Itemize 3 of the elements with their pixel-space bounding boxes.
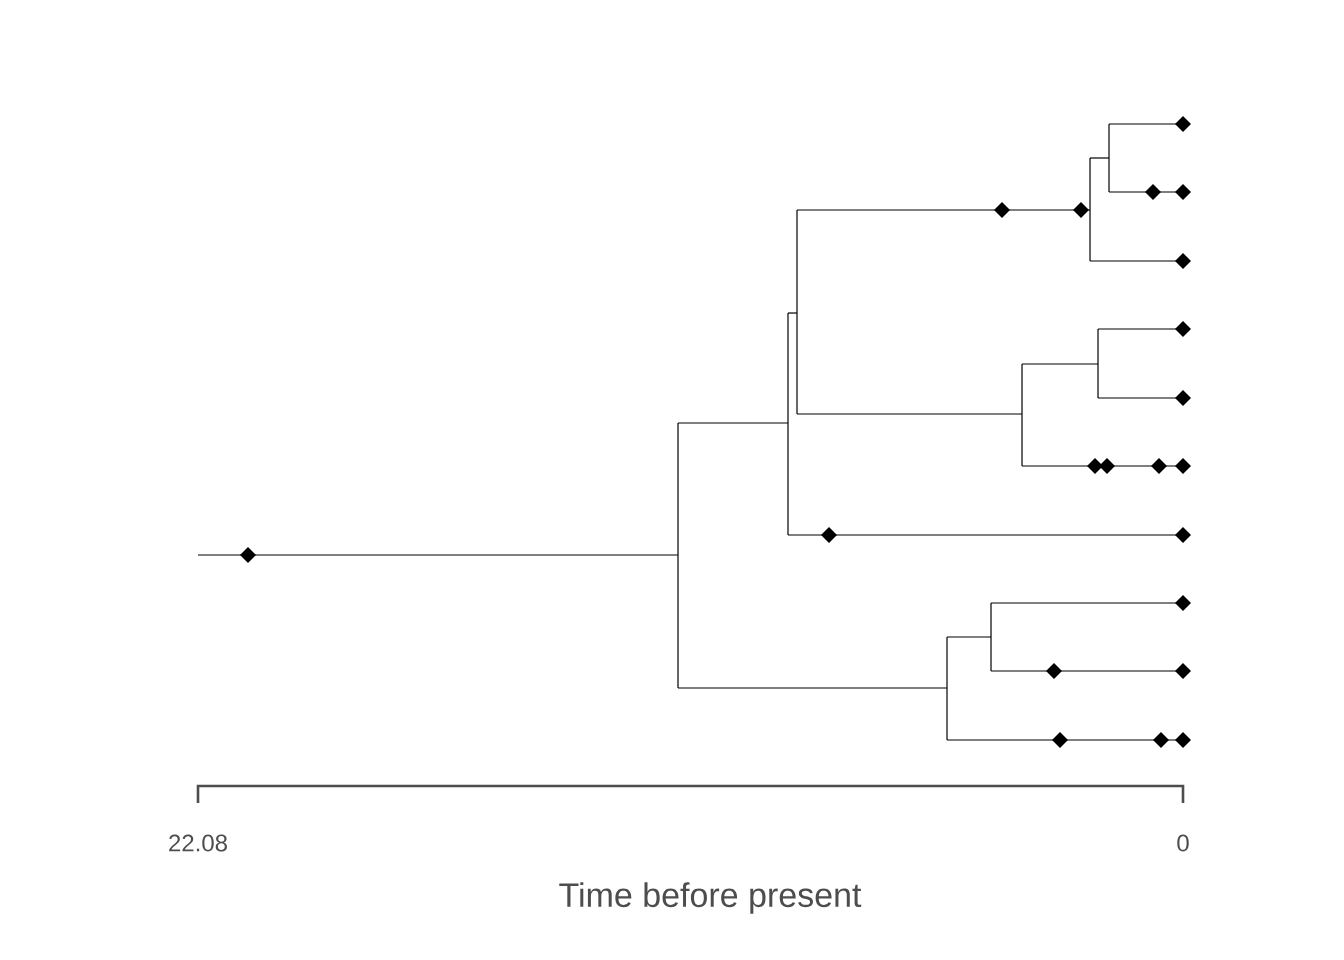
axis-title: Time before present — [559, 882, 862, 914]
tick-label: 0 — [1177, 834, 1189, 852]
tick-label: 22.08 — [169, 834, 227, 852]
